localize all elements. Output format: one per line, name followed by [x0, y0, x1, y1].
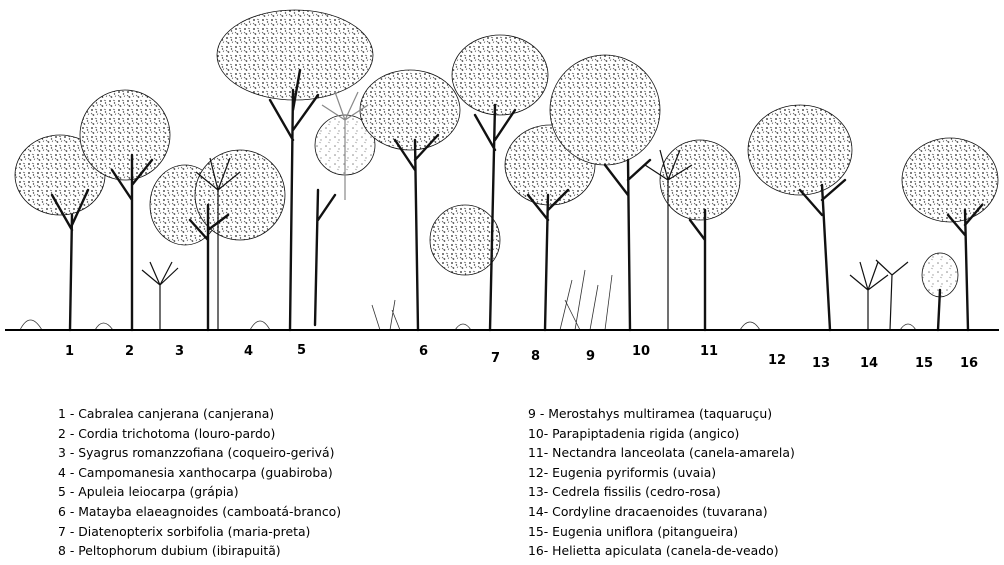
canopy [360, 70, 460, 150]
legend-item: 9 - Merostahys multiramea (taquaruçu) [528, 404, 795, 424]
tree-number: 16 [960, 356, 978, 371]
legend-item: 11- Nectandra lanceolata (canela-amarela… [528, 443, 795, 463]
tree-number: 14 [860, 356, 878, 371]
legend-item: 16- Helietta apiculata (canela-de-veado) [528, 541, 795, 561]
tree-number: 3 [175, 344, 184, 359]
understory [20, 270, 916, 330]
legend-item: 13- Cedrela fissilis (cedro-rosa) [528, 482, 795, 502]
tree-number: 15 [915, 356, 933, 371]
tree-number: 11 [700, 344, 718, 359]
legend-item: 14- Cordyline dracaenoides (tuvarana) [528, 502, 795, 522]
legend-item: 6 - Matayba elaeagnoides (camboatá-branc… [58, 502, 341, 522]
species-legend-right: 9 - Merostahys multiramea (taquaruçu) 10… [528, 404, 795, 561]
legend-item: 8 - Peltophorum dubium (ibirapuitã) [58, 541, 341, 561]
legend-item: 4 - Campomanesia xanthocarpa (guabiroba) [58, 463, 341, 483]
canopy [748, 105, 852, 195]
canopy [430, 205, 500, 275]
canopy [80, 90, 170, 180]
tree-number: 10 [632, 344, 650, 359]
canopy [660, 140, 740, 220]
canopy [550, 55, 660, 165]
tree-number: 4 [244, 344, 253, 359]
legend-item: 3 - Syagrus romanzzofiana (coqueiro-geri… [58, 443, 341, 463]
species-legend-left: 1 - Cabralea canjerana (canjerana) 2 - C… [58, 404, 341, 561]
tree-number: 2 [125, 344, 134, 359]
tree-number: 1 [65, 344, 74, 359]
legend-item: 12- Eugenia pyriformis (uvaia) [528, 463, 795, 483]
canopy [217, 10, 373, 100]
tree-number: 6 [419, 344, 428, 359]
tree-number: 5 [297, 343, 306, 358]
tree-canopies [15, 10, 998, 297]
legend-item: 7 - Diatenopterix sorbifolia (maria-pret… [58, 522, 341, 542]
legend-item: 2 - Cordia trichotoma (louro-pardo) [58, 424, 341, 444]
tree-number: 7 [491, 351, 500, 366]
legend-item: 15- Eugenia uniflora (pitangueira) [528, 522, 795, 542]
forest-profile-drawing [0, 0, 1004, 345]
tree-number: 9 [586, 349, 595, 364]
canopy [902, 138, 998, 222]
tree-number: 8 [531, 349, 540, 364]
tree-number: 12 [768, 353, 786, 368]
tree-number: 13 [812, 356, 830, 371]
canopy [452, 35, 548, 115]
legend-item: 1 - Cabralea canjerana (canjerana) [58, 404, 341, 424]
legend-item: 10- Parapiptadenia rigida (angico) [528, 424, 795, 444]
legend-item: 5 - Apuleia leiocarpa (grápia) [58, 482, 341, 502]
